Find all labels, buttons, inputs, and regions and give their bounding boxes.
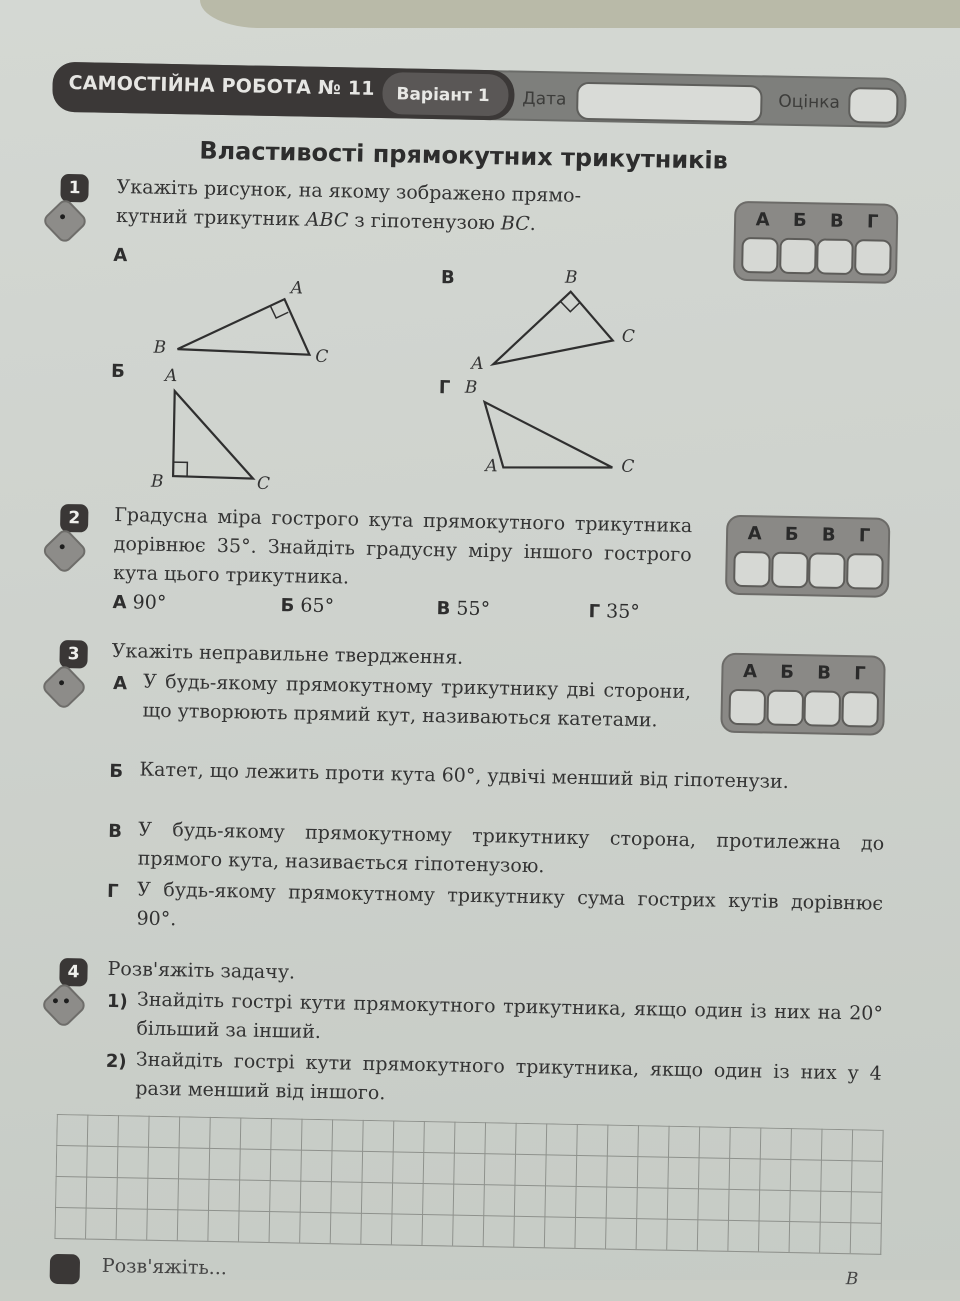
- option-letter-b: Б: [109, 760, 124, 783]
- vertex-label: A: [485, 456, 498, 477]
- vertex-label: B: [153, 337, 167, 358]
- answer-cell-b[interactable]: [766, 689, 804, 727]
- subtask-number-1: 1): [106, 990, 128, 1013]
- vertex-label: B: [845, 1269, 859, 1290]
- subtask-number-2: 2): [105, 1050, 127, 1073]
- vertex-label: B: [564, 267, 578, 288]
- answer-cell-a[interactable]: [728, 688, 767, 726]
- option-g: Г 35°: [588, 600, 640, 624]
- option-b-text: Катет, що лежить проти кута 60°, удвічі …: [139, 758, 789, 793]
- vertex-label: C: [315, 346, 329, 368]
- triangle-figure-a: [177, 297, 312, 356]
- vertex-label: B: [464, 377, 478, 398]
- task-number-4: 4: [59, 957, 88, 987]
- triangle-figure-g: [482, 399, 613, 469]
- vertex-label: A: [471, 353, 484, 375]
- vertex-label: A: [290, 278, 304, 299]
- task-5-text-partial: Розв'яжіть...: [101, 1254, 228, 1280]
- vertex-label: C: [621, 456, 635, 477]
- answer-cell-v[interactable]: [803, 690, 842, 727]
- task-number-2: 2: [59, 503, 89, 533]
- answer-grid[interactable]: [54, 1113, 884, 1255]
- option-letter-v: В: [108, 820, 123, 843]
- option-v: В 55°: [436, 597, 491, 621]
- difficulty-dots: •: [56, 675, 69, 693]
- triangle-figure-b: [171, 388, 256, 480]
- answer-cell-a[interactable]: [733, 550, 771, 588]
- background-object: [200, 0, 960, 28]
- vertex-label: B: [150, 471, 164, 492]
- option-letter-g: Г: [106, 880, 119, 903]
- option-g-text: У будь-якому прямокутному трикутнику сум…: [136, 878, 884, 931]
- difficulty-dots: •: [57, 539, 69, 557]
- subtask-2-text: Знайдіть гострі кути прямокутного трикут…: [135, 1048, 882, 1105]
- option-b: Б 65°: [280, 594, 335, 618]
- option-a-text: У будь-якому прямокутному трикутнику дві…: [142, 670, 692, 732]
- vertex-label: C: [256, 473, 271, 494]
- triangle-figures: [171, 290, 615, 480]
- option-a: А 90°: [112, 591, 167, 614]
- task-number-3: 3: [59, 639, 88, 669]
- answer-cell-g[interactable]: [846, 553, 884, 590]
- task-2-text: Градусна міра гострого кута прямокутного…: [113, 503, 693, 589]
- vertex-label: C: [621, 326, 636, 347]
- triangle-figure-v: [489, 290, 615, 367]
- option-letter-a: А: [112, 672, 128, 695]
- answer-cell-g[interactable]: [841, 690, 880, 728]
- difficulty-dots: ••: [50, 993, 74, 1011]
- answer-cell-v[interactable]: [808, 552, 847, 590]
- vertex-label: A: [164, 365, 178, 387]
- answer-cell-b[interactable]: [770, 551, 809, 589]
